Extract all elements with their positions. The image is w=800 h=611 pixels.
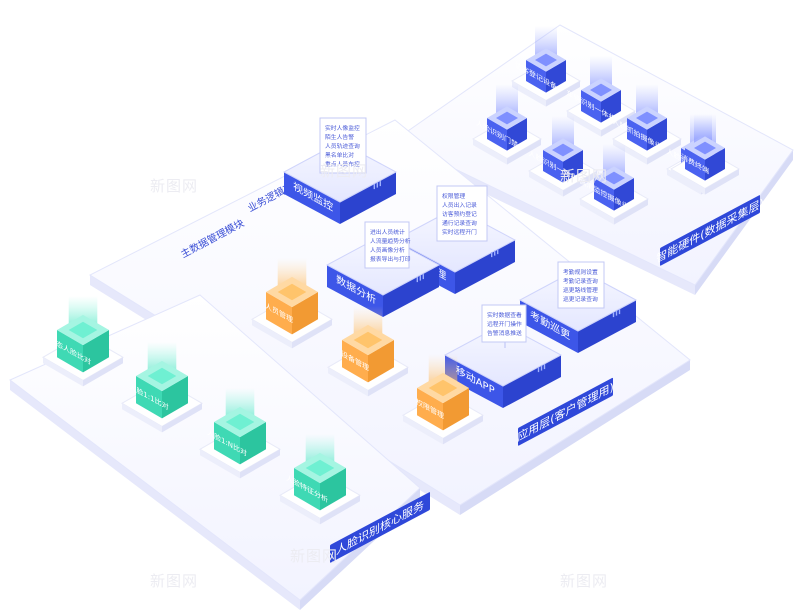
data-note: 进出人员统计人流量趋势分析人员画像分析报表导出与打印 <box>364 221 411 269</box>
access-note: 权限管理人员出入记录访客预约登记通行记录查询实时远程开门 <box>436 185 488 242</box>
mgmt-cube-2: 权限管理 <box>401 354 485 445</box>
hardware-device-2: 人脸识别门禁 <box>471 84 543 165</box>
access-note-text: 权限管理人员出入记录访客预约登记通行记录查询实时远程开门 <box>442 192 477 236</box>
attendance-note-text: 考勤规则设置考勤记录查询巡更路线管理巡更记录查询 <box>563 268 598 303</box>
core-cube-2: 人脸1:N比对 <box>198 388 282 479</box>
mobile-note: 实时数据查看远程开门操作告警消息推送 <box>481 304 527 348</box>
mobile-module[interactable]: 移动APP <box>443 323 563 408</box>
video-note: 实时人像监控陌生人告警人员轨迹查询黑名单比对重点人员布控 <box>319 117 367 174</box>
data-note-text: 进出人员统计人流量趋势分析人员画像分析报表导出与打印 <box>370 228 411 263</box>
mobile-note-text: 实时数据查看远程开门操作告警消息推送 <box>487 311 522 337</box>
watermark-text: 新图网 <box>320 162 369 180</box>
attendance-note: 考勤规则设置考勤记录查询巡更路线管理巡更记录查询 <box>557 261 605 309</box>
hardware-device-7: 消费终端 <box>669 114 741 195</box>
watermark-text: 新图网 <box>560 167 609 185</box>
mgmt-cube-0: 人员管理 <box>250 258 334 349</box>
core-cube-3: 人脸特征分析 <box>278 434 362 525</box>
watermark-text: 新图网 <box>150 177 199 195</box>
hardware-device-4: 人脸识别一体机 <box>527 116 599 197</box>
hardware-device-0: 访客登记设备 <box>510 26 582 107</box>
core-cube-0: 动态人脸比对 <box>41 296 125 387</box>
mgmt-cube-1: 设备管理 <box>326 306 410 397</box>
hardware-platform <box>394 24 794 295</box>
watermark-text: 新图网 <box>560 572 609 590</box>
watermark-text: 新图网 <box>150 572 199 590</box>
video-note-text: 实时人像监控陌生人告警人员轨迹查询黑名单比对重点人员布控 <box>325 124 360 168</box>
core-cube-1: 人脸1:1比对 <box>120 342 204 433</box>
watermark-text: 新图网 <box>290 547 339 565</box>
hardware-device-3: 人脸抓拍摄像头 <box>611 84 683 165</box>
